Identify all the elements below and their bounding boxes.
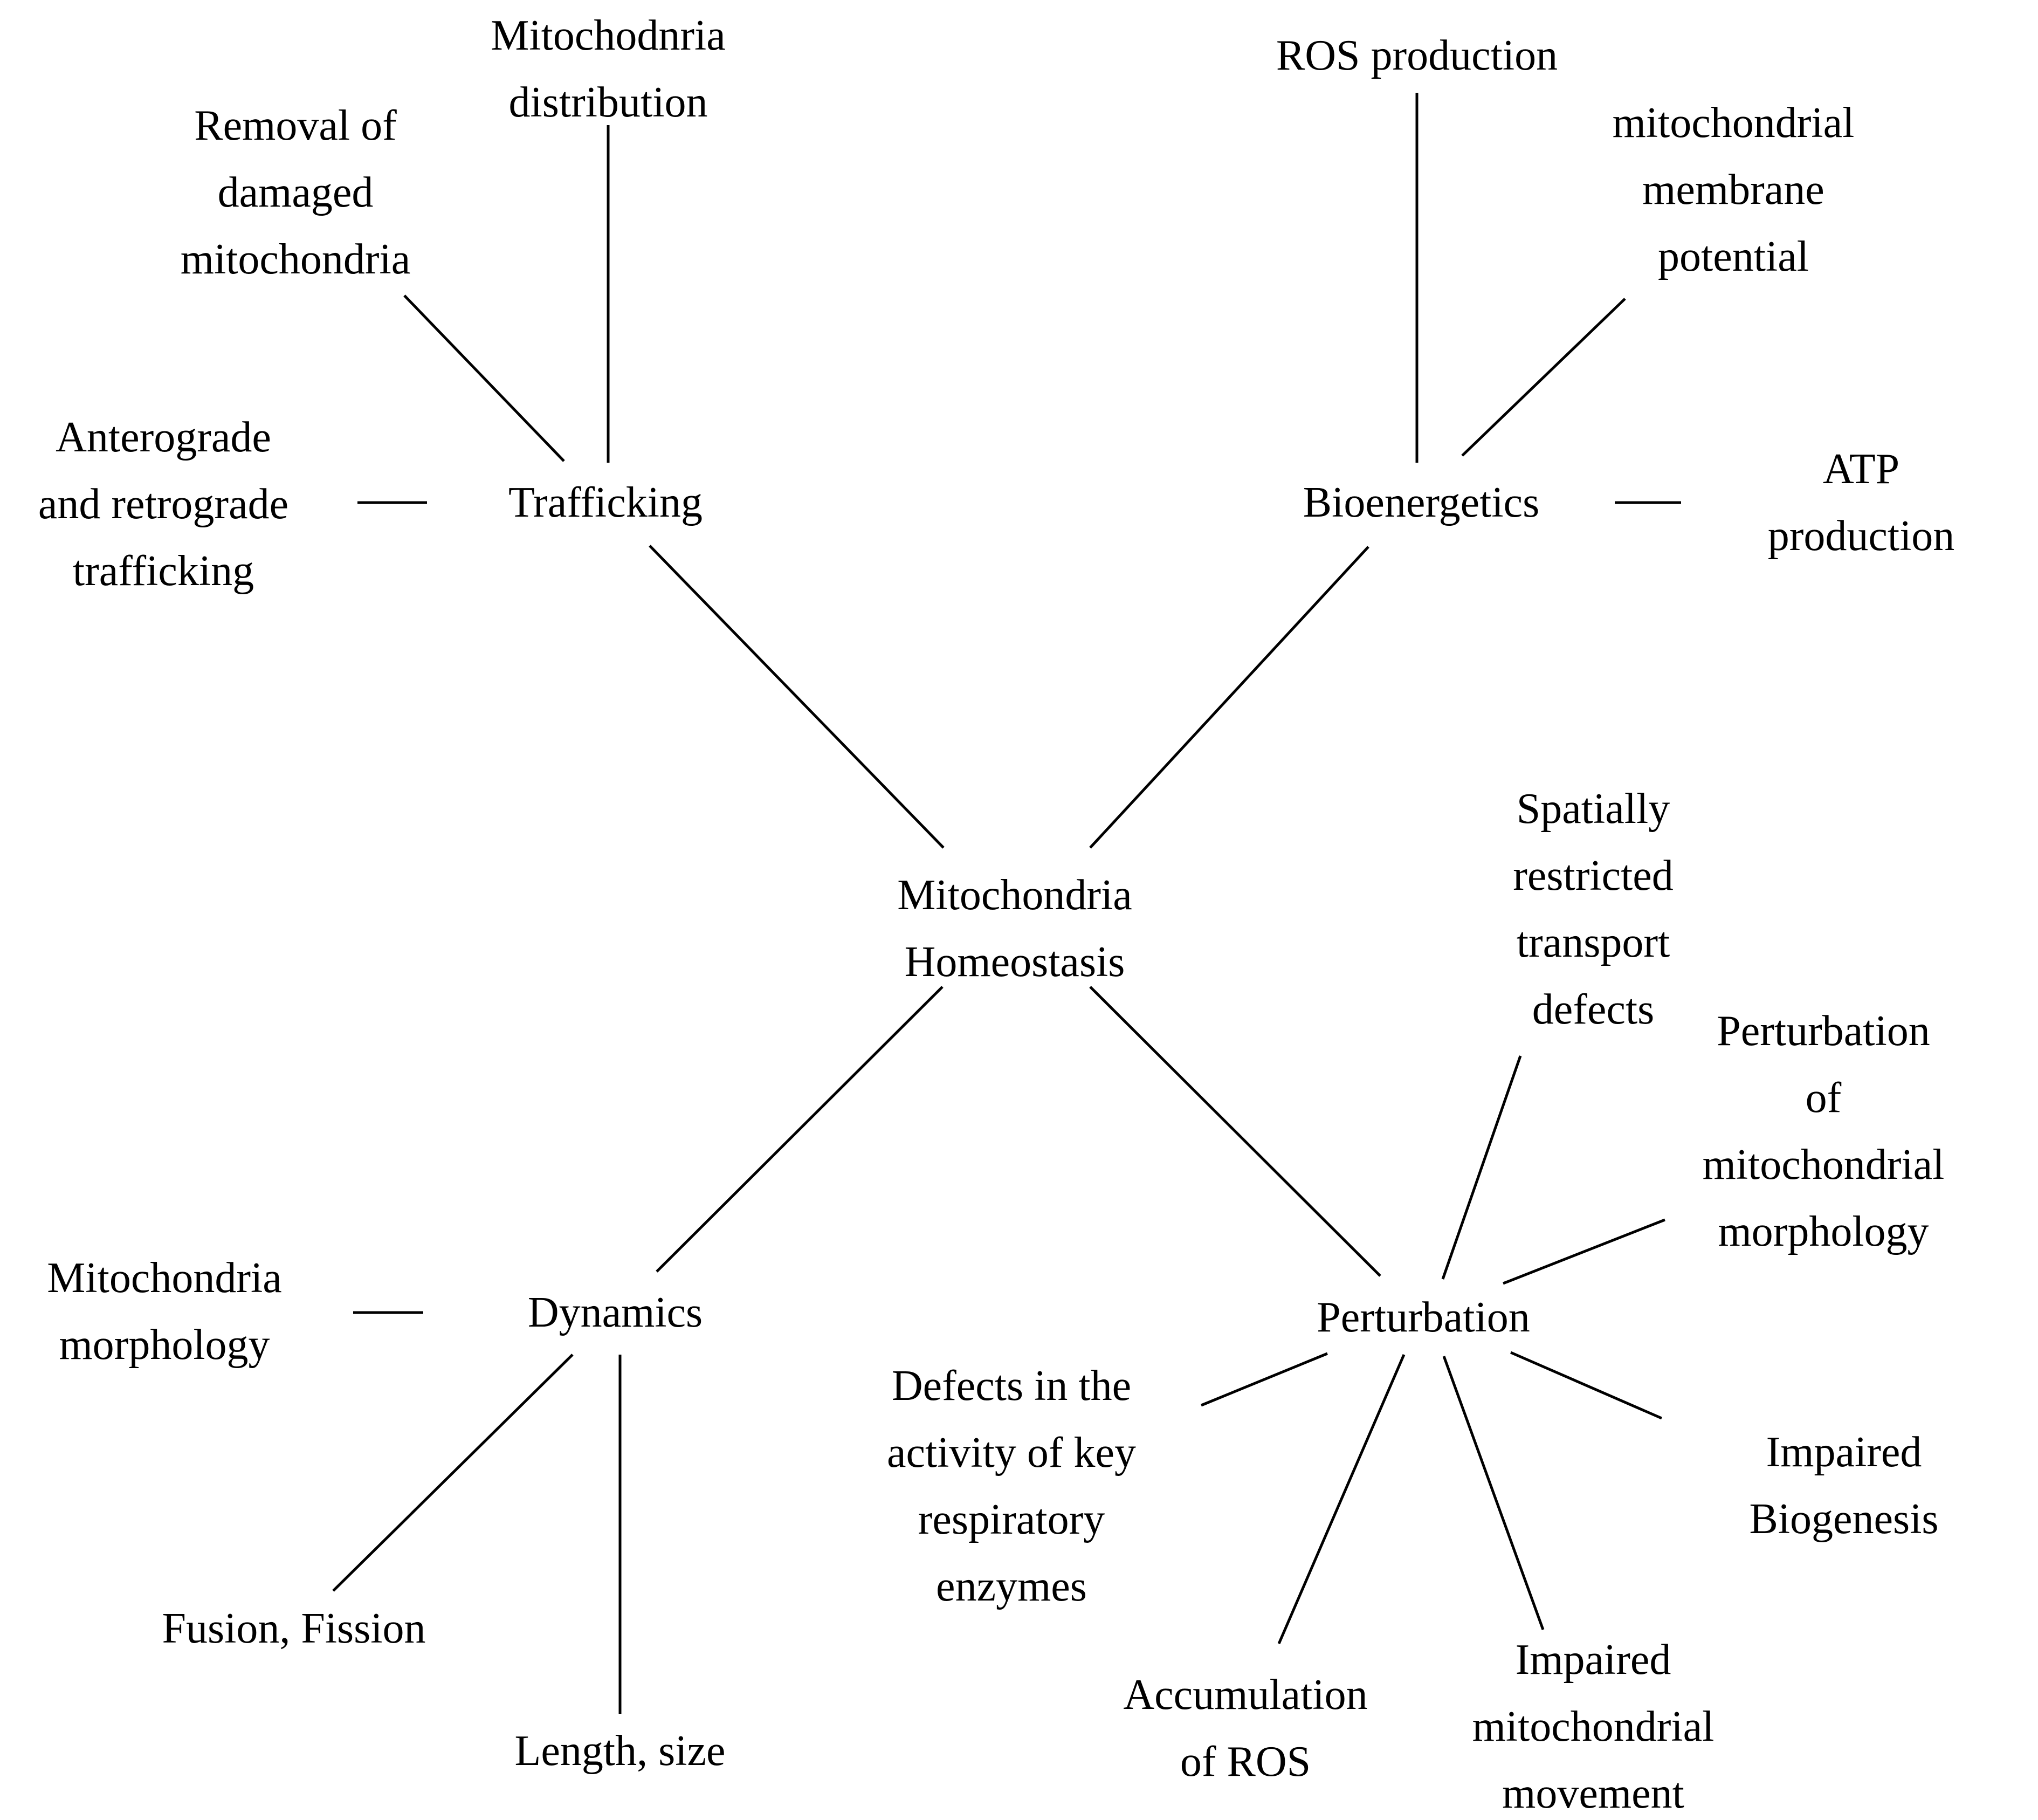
node-perturbation: Perturbation — [1317, 1294, 1530, 1341]
node-length-size: Length, size — [514, 1727, 726, 1775]
node-dynamics: Dynamics — [527, 1289, 703, 1336]
edge-trafficking-homeostasis — [649, 545, 945, 849]
node-removal-of-damaged-mitochondria: Removal of damaged mitochondria — [180, 102, 411, 283]
node-ros-production: ROS production — [1276, 32, 1558, 79]
edge-pertmorph-perturbation — [1503, 1218, 1665, 1285]
edge-bioenergetics-homeostasis — [1089, 546, 1369, 849]
node-perturbation-of-mitochondrial-morphology: Perturbation of mitochondrial morphology — [1702, 1007, 1945, 1255]
node-trafficking: Trafficking — [508, 479, 703, 526]
node-mitochondrial-membrane-potential: mitochondrial membrane potential — [1612, 99, 1855, 280]
edge-homeostasis-dynamics — [656, 986, 944, 1273]
node-accumulation-of-ros: Accumulation of ROS — [1123, 1671, 1368, 1785]
edge-movement-perturbation — [1442, 1356, 1545, 1630]
edge-membrane-bioenergetics — [1461, 298, 1626, 457]
edge-defects-perturbation — [1201, 1352, 1328, 1407]
edge-spatially-perturbation — [1441, 1055, 1522, 1280]
edge-removal-trafficking — [403, 294, 565, 462]
edge-accumulation-perturbation — [1277, 1354, 1406, 1644]
node-fusion-fission: Fusion, Fission — [162, 1605, 426, 1652]
node-impaired-biogenesis: Impaired Biogenesis — [1749, 1428, 1939, 1543]
node-mitochondria-morphology: Mitochondria morphology — [47, 1254, 282, 1369]
node-spatially-restricted-transport-defects: Spatially restricted transport defects — [1513, 785, 1674, 1033]
node-bioenergetics: Bioenergetics — [1303, 479, 1540, 526]
node-defects-activity-key-respiratory-enzymes: Defects in the activity of key respirato… — [886, 1362, 1137, 1610]
edge-dynamics-fusion — [332, 1354, 574, 1592]
node-impaired-mitochondrial-movement: Impaired mitochondrial movement — [1472, 1636, 1715, 1817]
node-anterograde-retrograde-trafficking: Anterograde and retrograde trafficking — [38, 414, 289, 595]
node-atp-production: ATP production — [1767, 445, 1955, 560]
edge-homeostasis-perturbation — [1089, 986, 1381, 1277]
edge-biogenesis-perturbation — [1510, 1351, 1662, 1420]
node-mitochodnria-distribution: Mitochodnria distribution — [491, 12, 726, 126]
node-mitochondria-homeostasis: Mitochondria Homeostasis — [897, 871, 1132, 986]
